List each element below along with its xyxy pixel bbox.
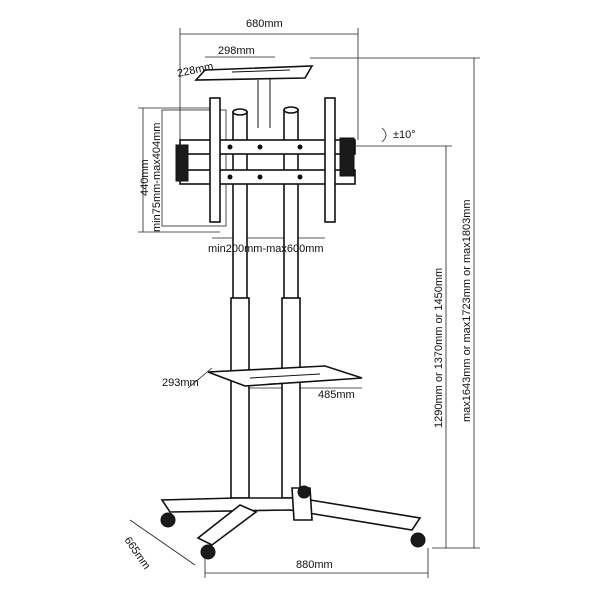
label-top-shelf-width: 298mm <box>218 45 255 57</box>
label-overall-width: 680mm <box>246 18 283 30</box>
label-bracket-height: 440mm <box>139 159 151 196</box>
label-middle-shelf-depth: 293mm <box>162 377 199 389</box>
top-shelf <box>194 65 314 128</box>
label-vesa-height: min75mm-max404mm <box>151 123 163 232</box>
dimension-labels: 680mm 298mm 228mm 440mm min75mm-max404mm… <box>122 18 473 572</box>
label-base-width: 880mm <box>296 559 333 571</box>
label-max-heights: max1643mm or max1723mm or max1803mm <box>461 199 473 422</box>
base <box>160 485 426 560</box>
label-tilt: ±10° <box>393 129 416 141</box>
label-middle-shelf-width: 485mm <box>318 389 355 401</box>
caster-wheels <box>160 485 426 560</box>
label-vesa-width: min200mm-max600mm <box>208 243 324 255</box>
label-base-depth: 665mm <box>122 535 153 572</box>
mount-bracket <box>175 97 356 223</box>
label-mount-heights: 1290mm or 1370mm or 1450mm <box>433 268 445 428</box>
dimension-lines <box>129 28 480 578</box>
poles <box>230 106 301 499</box>
middle-shelf <box>207 365 363 387</box>
